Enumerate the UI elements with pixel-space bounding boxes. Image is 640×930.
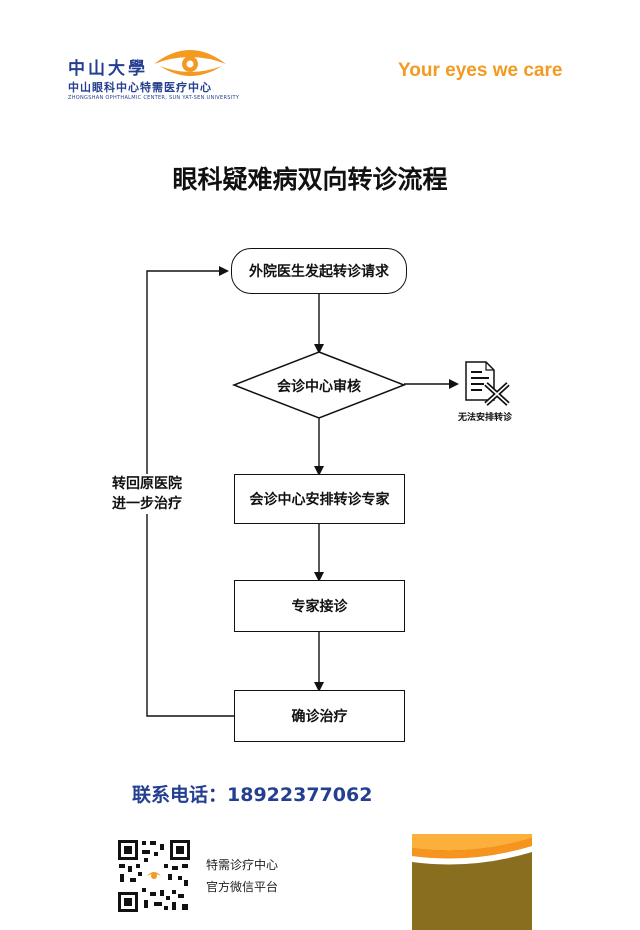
loop-back-label: 转回原医院 进一步治疗	[106, 474, 188, 514]
wechat-label-line1: 特需诊疗中心	[206, 858, 279, 872]
logo-university-name: 中山大學	[68, 59, 148, 79]
logo-english-name: ZHONGSHAN OPHTHALMIC CENTER, SUN YAT-SEN…	[68, 95, 240, 101]
eye-logo-icon	[154, 50, 226, 76]
flow-node-expert-receive-label: 专家接诊	[291, 599, 348, 615]
wechat-qr-code[interactable]	[116, 838, 192, 914]
flow-node-start: 外院医生发起转诊请求	[231, 248, 407, 294]
decorative-corner-art	[412, 834, 532, 930]
page-title: 眼科疑难病双向转诊流程	[172, 165, 448, 194]
reject-label: 无法安排转诊	[458, 413, 513, 423]
flow-node-diagnose-treat-label: 确诊治疗	[291, 709, 348, 725]
wechat-label-line2: 官方微信平台	[206, 880, 279, 894]
flow-node-review-label: 会诊中心审核	[277, 379, 361, 395]
document-reject-icon	[465, 361, 510, 406]
flow-node-start-label: 外院医生发起转诊请求	[249, 264, 389, 280]
loop-back-label-line2: 进一步治疗	[112, 496, 182, 512]
loop-back-label-line1: 转回原医院	[112, 476, 182, 492]
review-diamond	[231, 351, 407, 419]
logo-center-name: 中山眼科中心特需医疗中心	[68, 81, 212, 94]
flow-node-arrange-expert-label: 会诊中心安排转诊专家	[249, 492, 390, 508]
slogan: Your eyes we care	[398, 60, 563, 81]
contact-phone: 联系电话：18922377062	[132, 784, 373, 806]
flow-node-diagnose-treat: 确诊治疗	[234, 690, 405, 742]
flow-node-expert-receive: 专家接诊	[234, 580, 405, 632]
flow-node-arrange-expert: 会诊中心安排转诊专家	[234, 474, 405, 524]
